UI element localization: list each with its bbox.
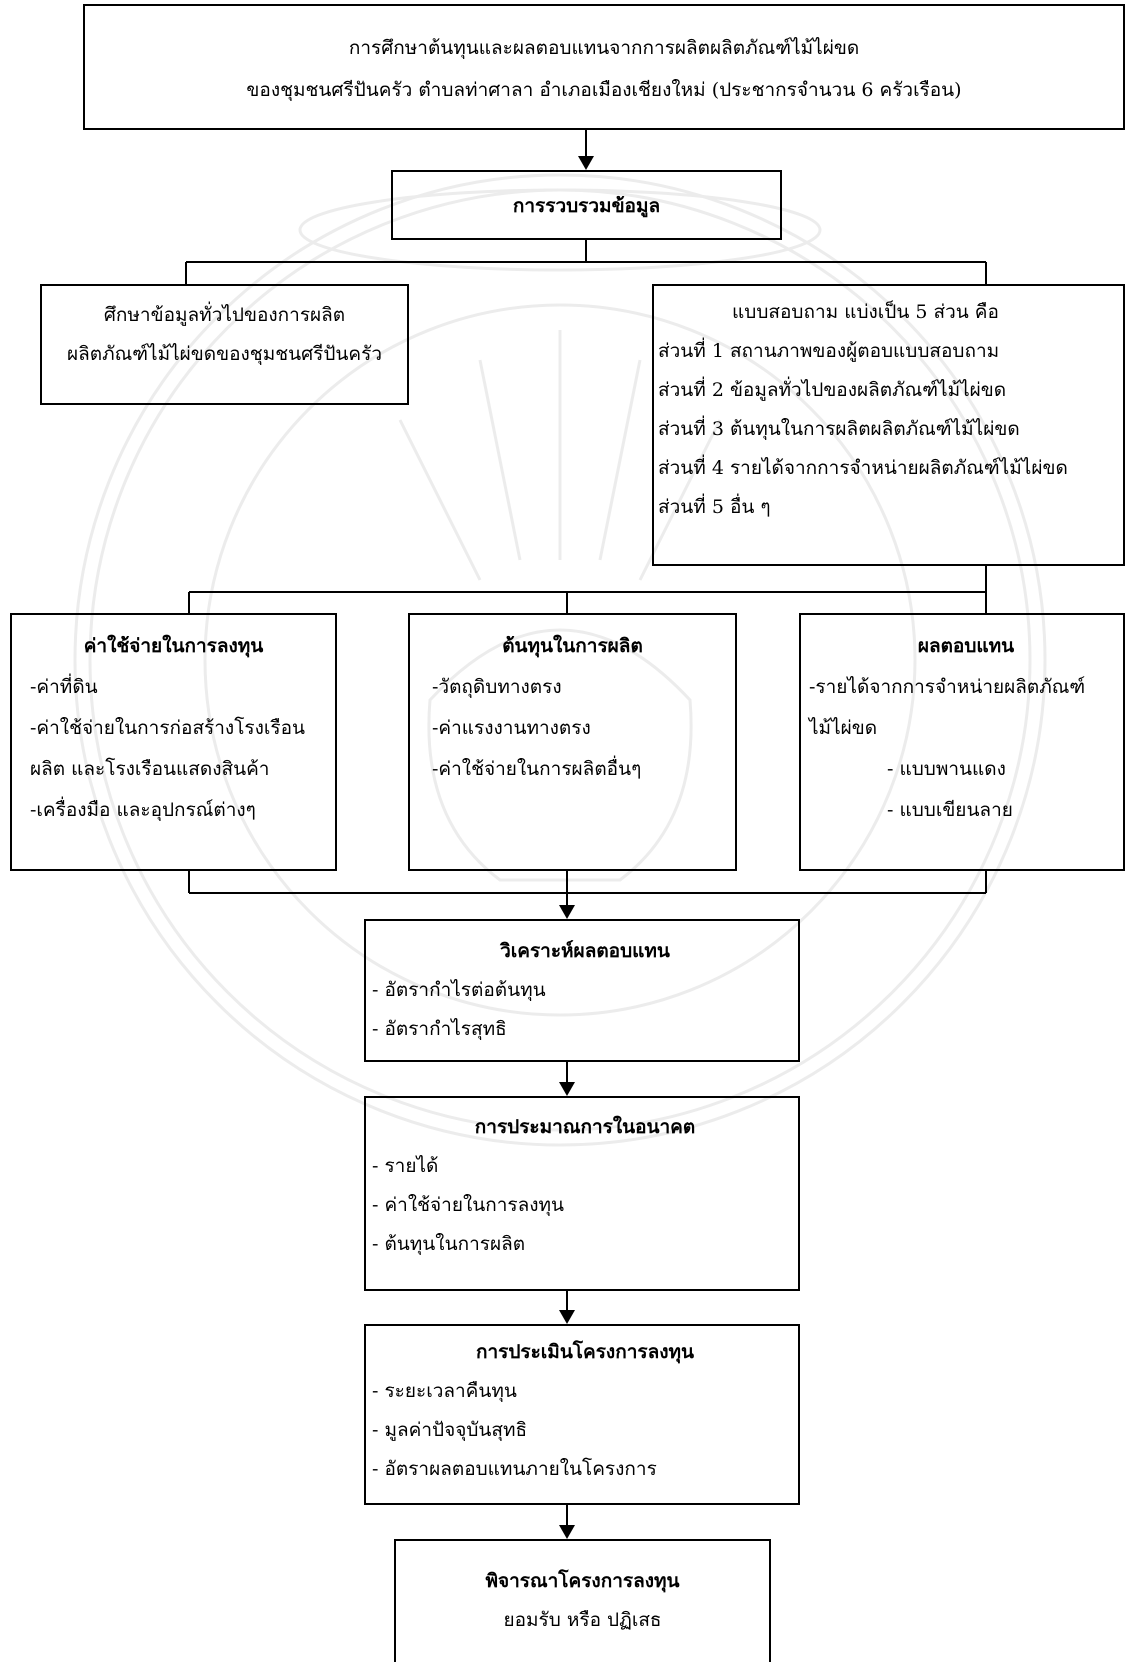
investment-expense-item-2: -ค่าใช้จ่ายในการก่อสร้างโรงเรือน — [30, 717, 305, 739]
future-forecast-item-2: - ค่าใช้จ่ายในการลงทุน — [372, 1194, 565, 1216]
investment-evaluation-item-1: - ระยะเวลาคืนทุน — [372, 1380, 517, 1402]
returns-line-2: ไม้ไผ่ขด — [809, 717, 878, 739]
production-cost-item-2: -ค่าแรงงานทางตรง — [432, 717, 591, 739]
study-title-line-2: ของชุมชนศรีปันครัว ตำบลท่าศาลา อำเภอเมือ… — [246, 79, 962, 101]
returns-title: ผลตอบแทน — [917, 635, 1015, 657]
production-cost-title: ต้นทุนในการผลิต — [502, 635, 643, 657]
study-title-line-1: การศึกษาต้นทุนและผลตอบแทนจากการผลิตผลิตภ… — [348, 37, 860, 59]
general-info-line-1: ศึกษาข้อมูลทั่วไปของการผลิต — [103, 304, 346, 326]
arrow-head-3 — [559, 1082, 575, 1096]
arrow-head-2 — [559, 905, 575, 919]
general-info-line-2: ผลิตภัณฑ์ไม้ไผ่ขดของชุมชนศรีปันครัว — [66, 343, 382, 365]
production-cost-box: ต้นทุนในการผลิต -วัตถุดิบทางตรง -ค่าแรงง… — [408, 613, 737, 871]
investment-expense-item-4: -เครื่องมือ และอุปกรณ์ต่างๆ — [30, 799, 256, 821]
return-analysis-box: วิเคราะห์ผลตอบแทน - อัตรากำไรต่อต้นทุน -… — [364, 919, 800, 1062]
data-collection-box: การรวบรวมข้อมูล — [391, 170, 782, 240]
questionnaire-part-5: ส่วนที่ 5 อื่น ๆ — [658, 496, 771, 518]
future-forecast-item-3: - ต้นทุนในการผลิต — [372, 1233, 526, 1255]
return-analysis-item-1: - อัตรากำไรต่อต้นทุน — [372, 979, 546, 1001]
data-collection-title: การรวบรวมข้อมูล — [512, 195, 661, 217]
production-cost-item-3: -ค่าใช้จ่ายในการผลิตอื่นๆ — [432, 758, 642, 780]
investment-expense-box: ค่าใช้จ่ายในการลงทุน -ค่าที่ดิน -ค่าใช้จ… — [10, 613, 337, 871]
investment-expense-item-3: ผลิต และโรงเรือนแสดงสินค้า — [30, 758, 270, 780]
questionnaire-part-3: ส่วนที่ 3 ต้นทุนในการผลิตผลิตภัณฑ์ไม้ไผ่… — [658, 418, 1020, 440]
investment-decision-options: ยอมรับ หรือ ปฏิเสธ — [503, 1609, 662, 1631]
arrow-head-1 — [578, 156, 594, 170]
investment-decision-box: พิจารณาโครงการลงทุน ยอมรับ หรือ ปฏิเสธ — [394, 1539, 771, 1662]
returns-sub-item-1: - แบบพานแดง — [887, 758, 1006, 780]
future-forecast-item-1: - รายได้ — [372, 1155, 439, 1177]
study-title-box: การศึกษาต้นทุนและผลตอบแทนจากการผลิตผลิตภ… — [83, 4, 1125, 130]
arrow-head-4 — [559, 1310, 575, 1324]
returns-box: ผลตอบแทน -รายได้จากการจำหน่ายผลิตภัณฑ์ ไ… — [799, 613, 1125, 871]
questionnaire-part-2: ส่วนที่ 2 ข้อมูลทั่วไปของผลิตภัณฑ์ไม้ไผ่… — [658, 379, 1007, 401]
investment-evaluation-item-3: - อัตราผลตอบแทนภายในโครงการ — [372, 1458, 657, 1480]
investment-decision-title: พิจารณาโครงการลงทุน — [485, 1570, 680, 1592]
return-analysis-item-2: - อัตรากำไรสุทธิ — [372, 1018, 507, 1040]
returns-sub-item-2: - แบบเขียนลาย — [887, 799, 1013, 821]
investment-evaluation-title: การประเมินโครงการลงทุน — [475, 1341, 695, 1363]
return-analysis-title: วิเคราะห์ผลตอบแทน — [500, 940, 670, 962]
questionnaire-box: แบบสอบถาม แบ่งเป็น 5 ส่วน คือ ส่วนที่ 1 … — [652, 284, 1125, 566]
general-info-box: ศึกษาข้อมูลทั่วไปของการผลิต ผลิตภัณฑ์ไม้… — [40, 284, 409, 405]
returns-line-1: -รายได้จากการจำหน่ายผลิตภัณฑ์ — [809, 676, 1086, 698]
questionnaire-title: แบบสอบถาม แบ่งเป็น 5 ส่วน คือ — [732, 301, 999, 323]
investment-evaluation-item-2: - มูลค่าปัจจุบันสุทธิ — [372, 1419, 528, 1441]
investment-expense-item-1: -ค่าที่ดิน — [30, 676, 98, 698]
investment-evaluation-box: การประเมินโครงการลงทุน - ระยะเวลาคืนทุน … — [364, 1324, 800, 1505]
questionnaire-part-4: ส่วนที่ 4 รายได้จากการจำหน่ายผลิตภัณฑ์ไม… — [658, 457, 1068, 479]
future-forecast-box: การประมาณการในอนาคต - รายได้ - ค่าใช้จ่า… — [364, 1096, 800, 1291]
future-forecast-title: การประมาณการในอนาคต — [474, 1116, 696, 1138]
investment-expense-title: ค่าใช้จ่ายในการลงทุน — [83, 635, 264, 657]
production-cost-item-1: -วัตถุดิบทางตรง — [432, 676, 562, 698]
questionnaire-part-1: ส่วนที่ 1 สถานภาพของผู้ตอบแบบสอบถาม — [658, 340, 1000, 362]
arrow-head-5 — [559, 1525, 575, 1539]
